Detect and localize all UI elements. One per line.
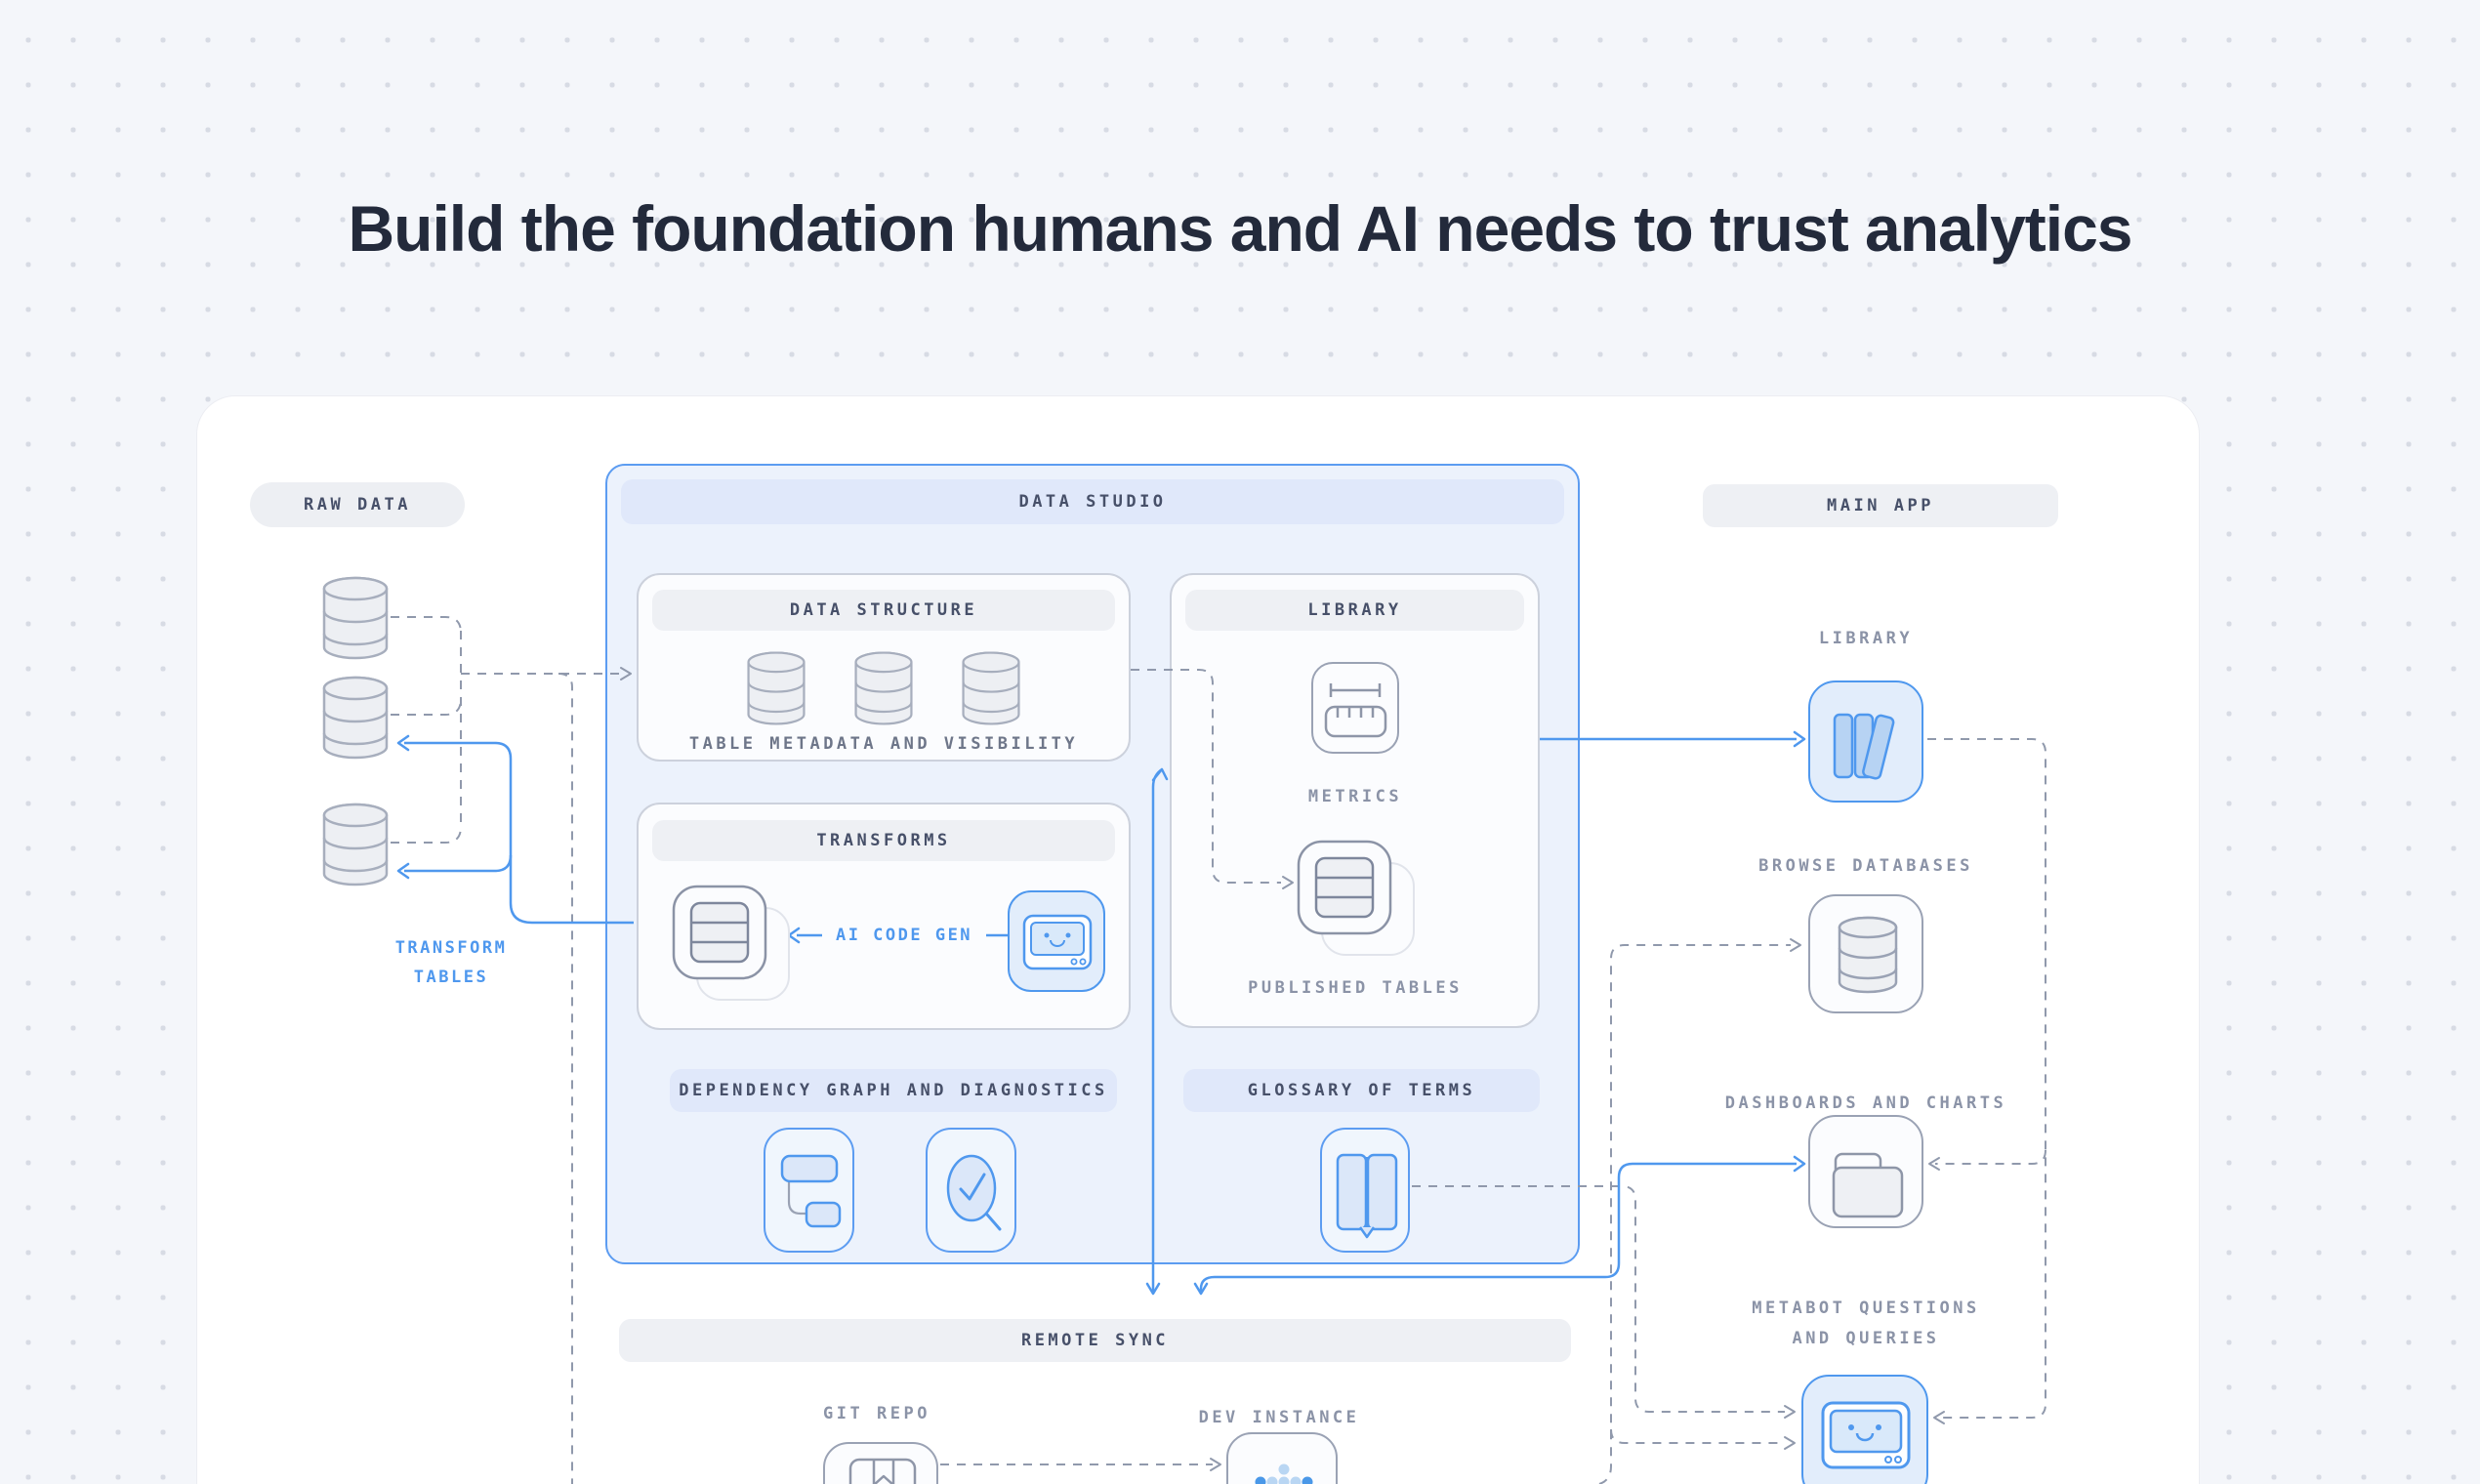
git-repo-caption: GIT REPO bbox=[823, 1404, 930, 1423]
metabot-caption-line1: METABOT QUESTIONS bbox=[1752, 1298, 1980, 1318]
table-stack-icon bbox=[672, 885, 793, 1004]
browse-databases-caption: BROWSE DATABASES bbox=[1758, 856, 1973, 876]
diagnostics-check-icon bbox=[926, 1128, 1016, 1253]
library-header: LIBRARY bbox=[1185, 590, 1524, 631]
glossary-book-icon bbox=[1320, 1128, 1410, 1253]
database-icon bbox=[320, 674, 391, 762]
metrics-caption: METRICS bbox=[1307, 787, 1403, 806]
database-icon bbox=[960, 647, 1022, 729]
transform-tables-label-line1: TRANSFORM bbox=[394, 938, 508, 958]
published-tables-caption: PUBLISHED TABLES bbox=[1248, 978, 1463, 998]
folder-icon bbox=[1808, 1115, 1923, 1228]
remote-sync-header: REMOTE SYNC bbox=[619, 1319, 1571, 1362]
metrics-ruler-icon bbox=[1311, 662, 1399, 754]
metabot-face-icon bbox=[1008, 890, 1105, 992]
library-books-icon bbox=[1808, 680, 1923, 803]
library-title: LIBRARY bbox=[1307, 600, 1402, 620]
main-library-caption: LIBRARY bbox=[1818, 629, 1914, 648]
raw-data-label: RAW DATA bbox=[304, 495, 411, 515]
ai-code-gen-label: AI CODE GEN bbox=[835, 926, 973, 945]
data-structure-header: DATA STRUCTURE bbox=[652, 590, 1115, 631]
metabot-caption-line2: AND QUERIES bbox=[1792, 1329, 1940, 1348]
dependency-pill: DEPENDENCY GRAPH AND DIAGNOSTICS bbox=[670, 1069, 1117, 1112]
transforms-header: TRANSFORMS bbox=[652, 820, 1115, 861]
page-title: Build the foundation humans and AI needs… bbox=[348, 192, 2132, 266]
remote-sync-title: REMOTE SYNC bbox=[1020, 1331, 1170, 1350]
browse-database-icon bbox=[1808, 894, 1923, 1013]
dev-instance-dots-icon bbox=[1226, 1432, 1338, 1484]
raw-data-badge: RAW DATA bbox=[250, 482, 465, 527]
transforms-title: TRANSFORMS bbox=[816, 831, 951, 850]
main-app-header: MAIN APP bbox=[1703, 484, 2058, 527]
table-stack-icon bbox=[1297, 840, 1418, 959]
glossary-label: GLOSSARY OF TERMS bbox=[1247, 1081, 1476, 1100]
data-studio-header: DATA STUDIO bbox=[621, 479, 1564, 524]
database-icon bbox=[745, 647, 807, 729]
dependency-label: DEPENDENCY GRAPH AND DIAGNOSTICS bbox=[679, 1081, 1108, 1100]
database-icon bbox=[320, 801, 391, 888]
dependency-graph-icon bbox=[764, 1128, 854, 1253]
data-structure-title: DATA STRUCTURE bbox=[789, 600, 978, 620]
dev-instance-caption: DEV INSTANCE bbox=[1198, 1408, 1360, 1427]
data-studio-title: DATA STUDIO bbox=[1018, 492, 1167, 512]
metabot-face-icon bbox=[1801, 1375, 1928, 1484]
transform-tables-label-line2: TABLES bbox=[413, 968, 489, 987]
database-icon bbox=[320, 574, 391, 662]
git-repo-icon bbox=[823, 1442, 938, 1484]
glossary-pill: GLOSSARY OF TERMS bbox=[1183, 1069, 1540, 1112]
table-metadata-caption: TABLE METADATA AND VISIBILITY bbox=[688, 734, 1079, 754]
dashboards-caption: DASHBOARDS AND CHARTS bbox=[1724, 1093, 2007, 1113]
database-icon bbox=[852, 647, 915, 729]
main-app-title: MAIN APP bbox=[1827, 496, 1934, 515]
